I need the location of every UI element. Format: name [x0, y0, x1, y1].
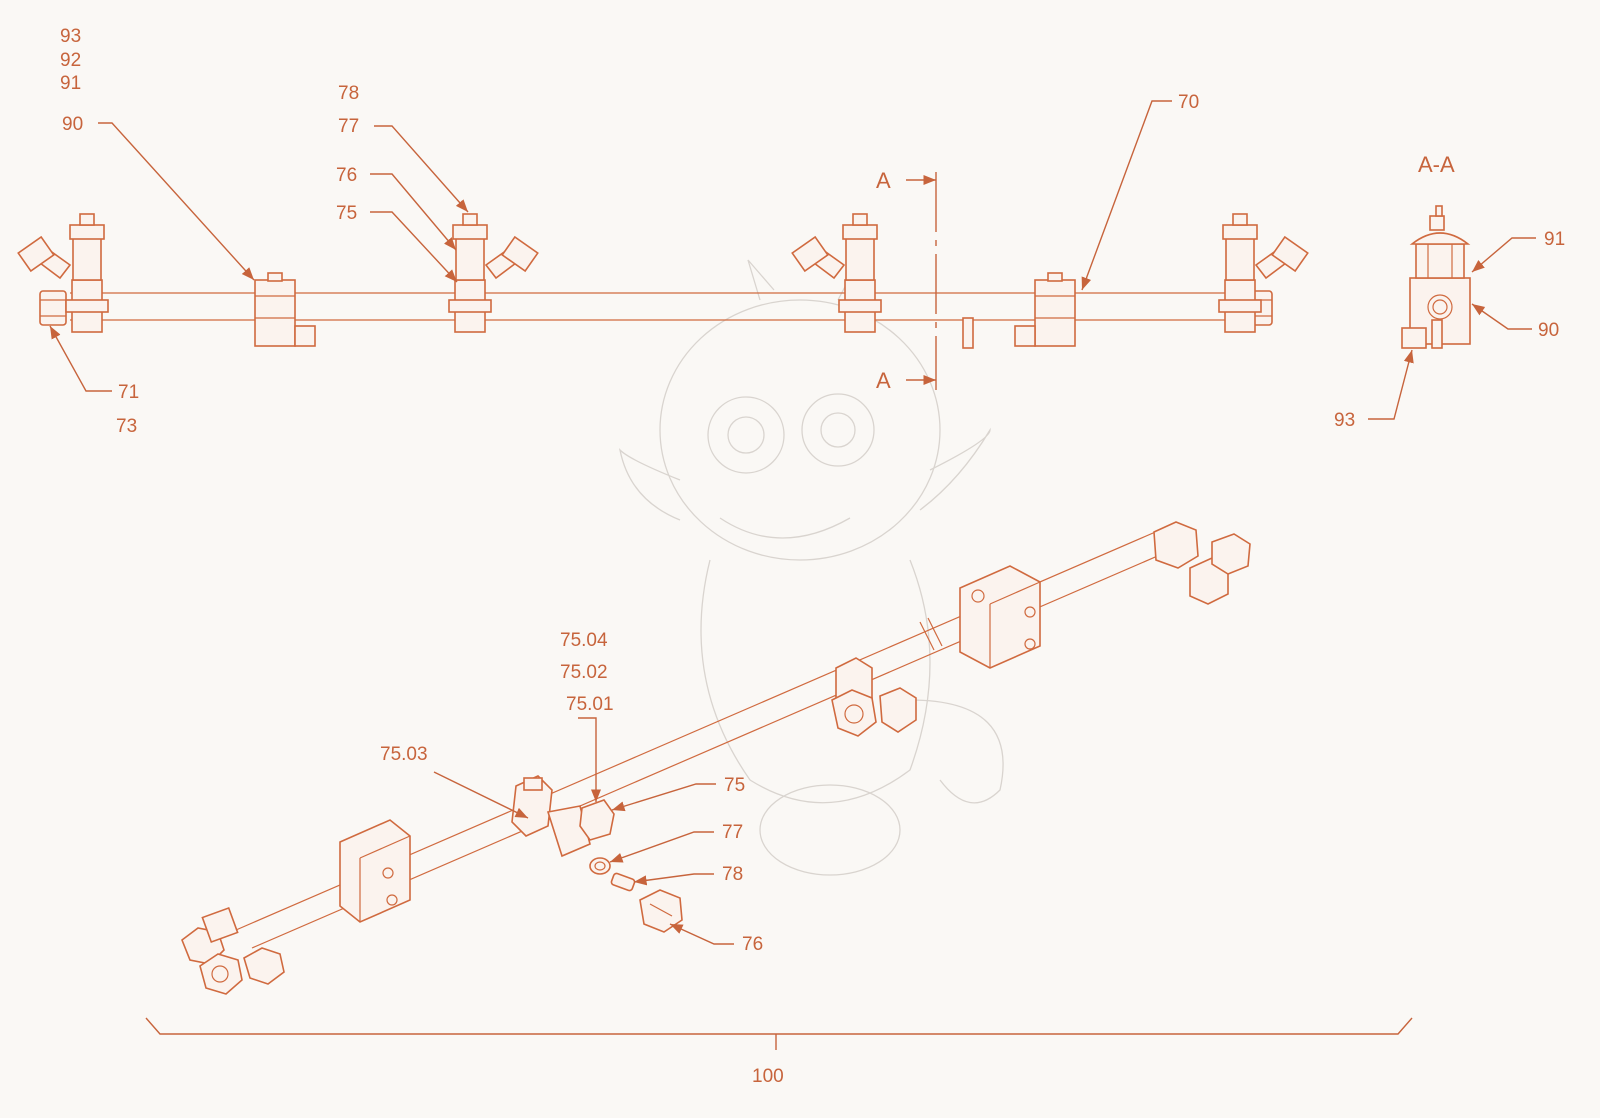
callout-91: 91 — [60, 73, 81, 94]
callout-75-01: 75.01 — [566, 694, 614, 715]
iso-nozzle-right — [1153, 521, 1251, 605]
section-marker-bottom: A — [876, 368, 891, 393]
iso-callout-76: 76 — [742, 934, 763, 955]
nozzle-assembly-3 — [791, 213, 882, 333]
iso-callout-78: 78 — [722, 864, 743, 885]
section-callout-93: 93 — [1334, 410, 1355, 431]
iso-callout-75: 75 — [724, 775, 745, 796]
clamp-block — [254, 272, 316, 347]
nozzle-assembly-1 — [17, 213, 109, 333]
callout-90: 90 — [62, 114, 83, 135]
section-title: A-A — [1418, 152, 1455, 177]
nozzle-assembly-2 — [448, 213, 539, 333]
callout-75-04: 75.04 — [560, 630, 608, 651]
side-elevation-view: A A — [17, 168, 1309, 393]
section-view-a-a: A-A 91 90 93 — [1334, 152, 1565, 431]
section-callout-91: 91 — [1544, 229, 1565, 250]
callout-75-02: 75.02 — [560, 662, 608, 683]
nozzle-assembly-4 — [1218, 213, 1309, 333]
section-callout-90: 90 — [1538, 320, 1559, 341]
clamp-block — [1014, 272, 1076, 347]
isometric-view — [181, 521, 1251, 995]
iso-nozzle-left — [181, 906, 285, 995]
iso-clamp-left — [339, 819, 411, 923]
callout-73: 73 — [116, 416, 137, 437]
elevation-callouts: 93 92 91 90 78 77 76 75 70 71 73 — [49, 26, 1199, 437]
iso-nozzle-centre — [831, 657, 917, 737]
callout-92: 92 — [60, 50, 81, 71]
callout-76: 76 — [336, 165, 357, 186]
section-marker-top: A — [876, 168, 891, 193]
callout-78: 78 — [338, 83, 359, 104]
dimension-100: 100 — [752, 1066, 784, 1087]
callout-71: 71 — [118, 382, 139, 403]
iso-exploded-parts — [589, 857, 683, 933]
callout-70: 70 — [1178, 92, 1199, 113]
iso-nozzle-mid — [511, 775, 615, 858]
dimension-brace-100: 100 — [145, 1017, 1413, 1087]
callout-93: 93 — [60, 26, 81, 47]
iso-clamp-right — [959, 565, 1041, 669]
isometric-callouts: 75.04 75.02 75.01 75.03 75 77 78 76 — [380, 630, 763, 955]
baby-dragon-watermark-icon — [618, 259, 1004, 876]
callout-75: 75 — [336, 203, 357, 224]
callout-77: 77 — [338, 116, 359, 137]
callout-75-03: 75.03 — [380, 744, 428, 765]
iso-callout-77: 77 — [722, 822, 743, 843]
